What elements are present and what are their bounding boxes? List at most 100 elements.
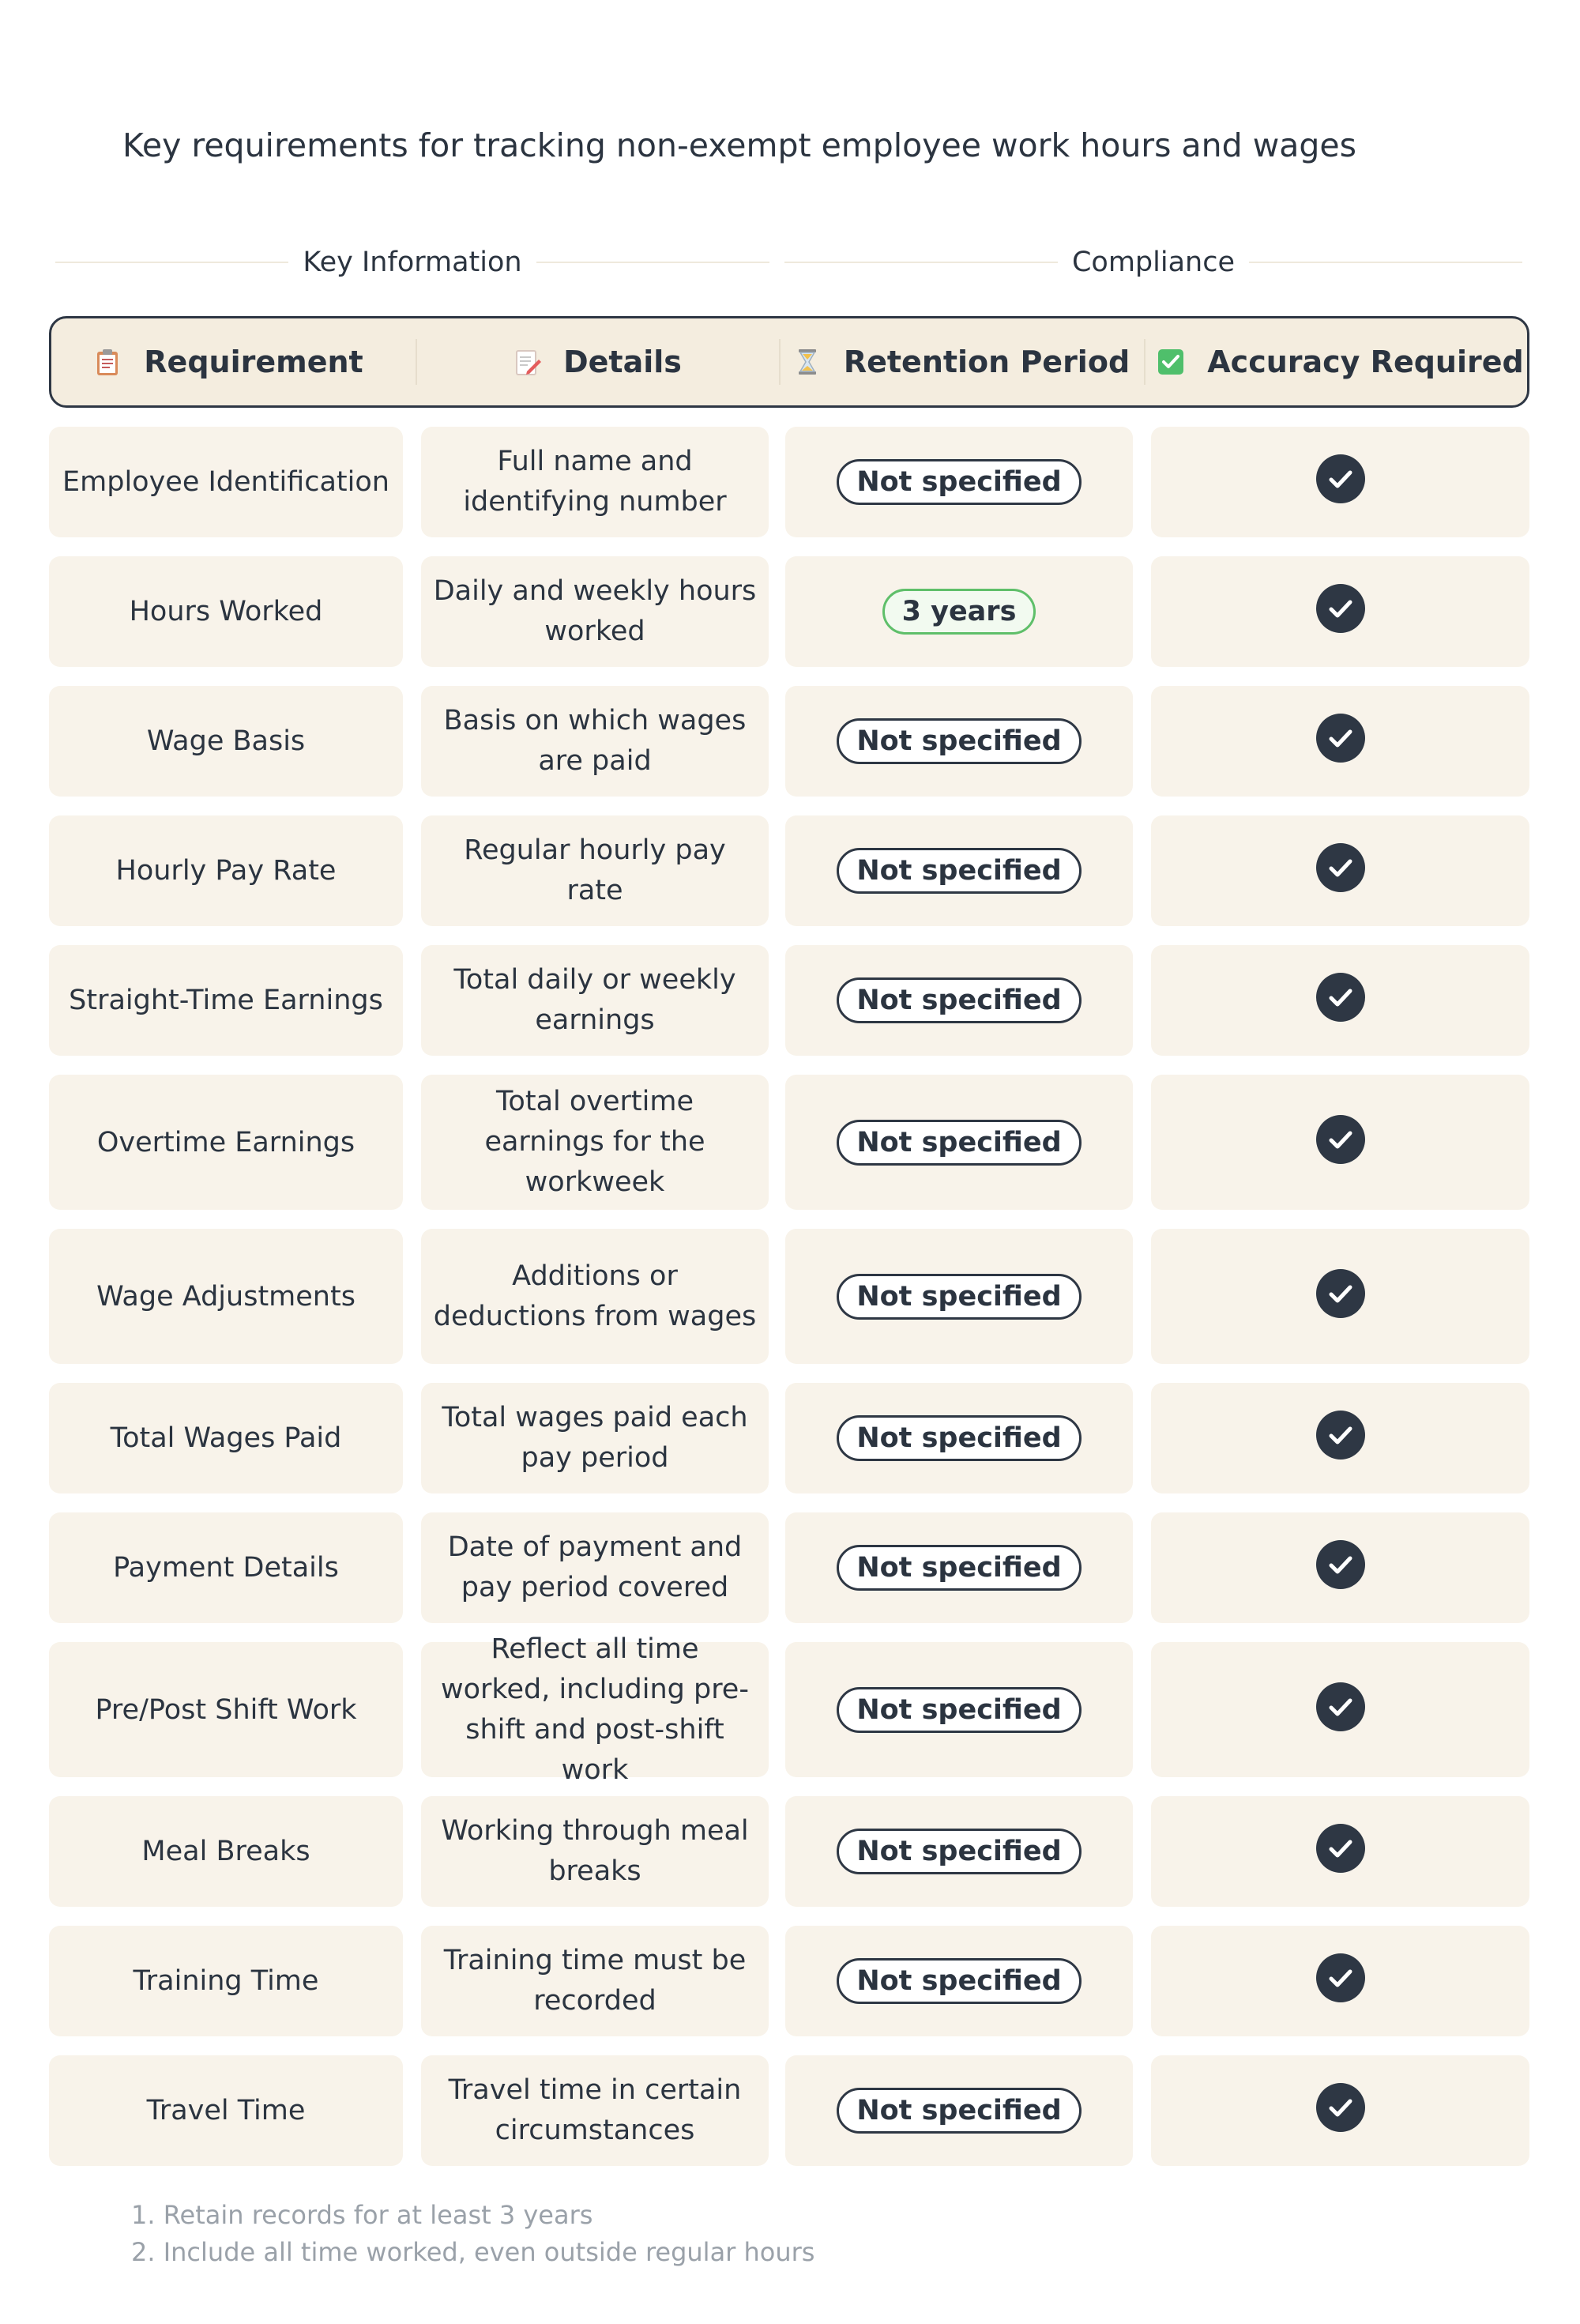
details-text: Date of payment and pay period covered xyxy=(447,1531,743,1603)
check-circle-icon xyxy=(1315,1411,1365,1460)
header-retention-period[interactable]: Retention Period xyxy=(788,318,1135,405)
requirement-text: Straight-Time Earnings xyxy=(69,985,383,1016)
header-details[interactable]: Details xyxy=(423,318,771,405)
table-row: Training Time Training time must be recor… xyxy=(0,1926,1580,2036)
requirement-text: Hours Worked xyxy=(129,596,323,627)
cell-accuracy xyxy=(1151,1229,1529,1364)
cell-requirement: Pre/Post Shift Work xyxy=(49,1642,403,1777)
retention-badge: Not specified xyxy=(837,1273,1082,1320)
check-circle-icon xyxy=(1315,584,1365,633)
cell-accuracy xyxy=(1151,1796,1529,1907)
cell-details: Basis on which wages are paid xyxy=(421,686,769,797)
cell-accuracy xyxy=(1151,2055,1529,2166)
table-row: Employee Identification Full name and ide… xyxy=(0,427,1580,537)
table-row: Pre/Post Shift Work Reflect all time work… xyxy=(0,1633,1580,1786)
requirement-text: Employee Identification xyxy=(62,466,389,498)
cell-accuracy xyxy=(1151,556,1529,667)
cell-requirement: Hourly Pay Rate xyxy=(49,815,403,926)
details-text: Regular hourly pay rate xyxy=(464,834,726,906)
table-row: Wage Basis Basis on which wages are paid N… xyxy=(0,686,1580,797)
cell-requirement: Total Wages Paid xyxy=(49,1383,403,1493)
requirement-text: Overtime Earnings xyxy=(96,1126,356,1158)
divider xyxy=(1249,262,1522,263)
divider xyxy=(416,339,417,385)
cell-retention: Not specified xyxy=(785,2055,1133,2166)
check-circle-icon xyxy=(1315,454,1365,503)
cell-accuracy xyxy=(1151,1512,1529,1623)
cell-retention: Not specified xyxy=(785,815,1133,926)
retention-badge: 3 years xyxy=(882,589,1036,635)
requirement-text: Payment Details xyxy=(113,1552,339,1584)
cell-retention: Not specified xyxy=(785,1512,1133,1623)
details-text: Reflect all time worked, including pre-s… xyxy=(441,1633,749,1786)
cell-details: Additions or deductions from wages xyxy=(421,1229,769,1364)
divider xyxy=(1144,339,1146,385)
check-circle-icon xyxy=(1315,1114,1365,1164)
requirement-text: Meal Breaks xyxy=(141,1836,310,1867)
check-circle-icon xyxy=(1315,1268,1365,1318)
memo-icon xyxy=(513,348,542,376)
details-text: Basis on which wages are paid xyxy=(443,705,747,777)
cell-retention: Not specified xyxy=(785,1642,1133,1777)
cell-details: Travel time in certain circumstances xyxy=(421,2055,769,2166)
cell-accuracy xyxy=(1151,815,1529,926)
cell-accuracy xyxy=(1151,1383,1529,1493)
cell-retention: Not specified xyxy=(785,1229,1133,1364)
cell-details: Training time must be recorded xyxy=(421,1926,769,2036)
cell-requirement: Wage Basis xyxy=(49,686,403,797)
retention-badge: Not specified xyxy=(837,1686,1082,1733)
divider xyxy=(779,339,781,385)
header-label: Accuracy Required xyxy=(1207,345,1524,379)
retention-badge: Not specified xyxy=(837,1415,1082,1461)
group-label: Key Information xyxy=(303,247,522,278)
check-box-icon xyxy=(1157,348,1185,376)
header-label: Requirement xyxy=(144,345,363,379)
header-label: Details xyxy=(563,345,682,379)
divider xyxy=(55,262,289,263)
group-label: Compliance xyxy=(1071,247,1236,278)
cell-retention: Not specified xyxy=(785,945,1133,1056)
cell-details: Regular hourly pay rate xyxy=(421,815,769,926)
header-requirement[interactable]: Requirement xyxy=(51,318,405,405)
cell-accuracy xyxy=(1151,427,1529,537)
cell-requirement: Straight-Time Earnings xyxy=(49,945,403,1056)
retention-badge: Not specified xyxy=(837,977,1082,1023)
check-circle-icon xyxy=(1315,714,1365,763)
requirement-text: Pre/Post Shift Work xyxy=(95,1693,357,1726)
requirement-text: Hourly Pay Rate xyxy=(115,855,337,887)
retention-badge: Not specified xyxy=(837,1119,1082,1166)
table-row: Straight-Time Earnings Total daily or wee… xyxy=(0,945,1580,1056)
divider xyxy=(536,262,769,263)
table-row: Overtime Earnings Total overtime earnings… xyxy=(0,1075,1580,1210)
cell-requirement: Wage Adjustments xyxy=(49,1229,403,1364)
check-circle-icon xyxy=(1315,843,1365,892)
details-text: Full name and identifying number xyxy=(463,446,727,518)
header-accuracy-required[interactable]: Accuracy Required xyxy=(1153,318,1527,405)
footnote: 1. Retain records for at least 3 years xyxy=(131,2200,593,2230)
check-circle-icon xyxy=(1315,1540,1365,1589)
check-circle-icon xyxy=(1315,2083,1365,2132)
cell-retention: 3 years xyxy=(785,556,1133,667)
cell-accuracy xyxy=(1151,1642,1529,1777)
cell-requirement: Training Time xyxy=(49,1926,403,2036)
cell-accuracy xyxy=(1151,686,1529,797)
retention-badge: Not specified xyxy=(837,459,1082,505)
retention-badge: Not specified xyxy=(837,718,1082,764)
details-text: Total daily or weekly earnings xyxy=(453,964,736,1036)
check-circle-icon xyxy=(1315,1682,1365,1731)
cell-retention: Not specified xyxy=(785,1383,1133,1493)
retention-badge: Not specified xyxy=(837,1829,1082,1874)
details-text: Total overtime earnings for the workweek xyxy=(484,1086,705,1198)
hourglass-icon xyxy=(793,348,822,376)
table-row: Hourly Pay Rate Regular hourly pay rate No… xyxy=(0,815,1580,926)
details-text: Training time must be recorded xyxy=(443,1945,747,2017)
page-title: Key requirements for tracking non-exempt… xyxy=(122,126,1356,164)
footnote: 2. Include all time worked, even outside… xyxy=(131,2237,815,2267)
cell-requirement: Meal Breaks xyxy=(49,1796,403,1907)
cell-retention: Not specified xyxy=(785,1075,1133,1210)
cell-details: Total overtime earnings for the workweek xyxy=(421,1075,769,1210)
